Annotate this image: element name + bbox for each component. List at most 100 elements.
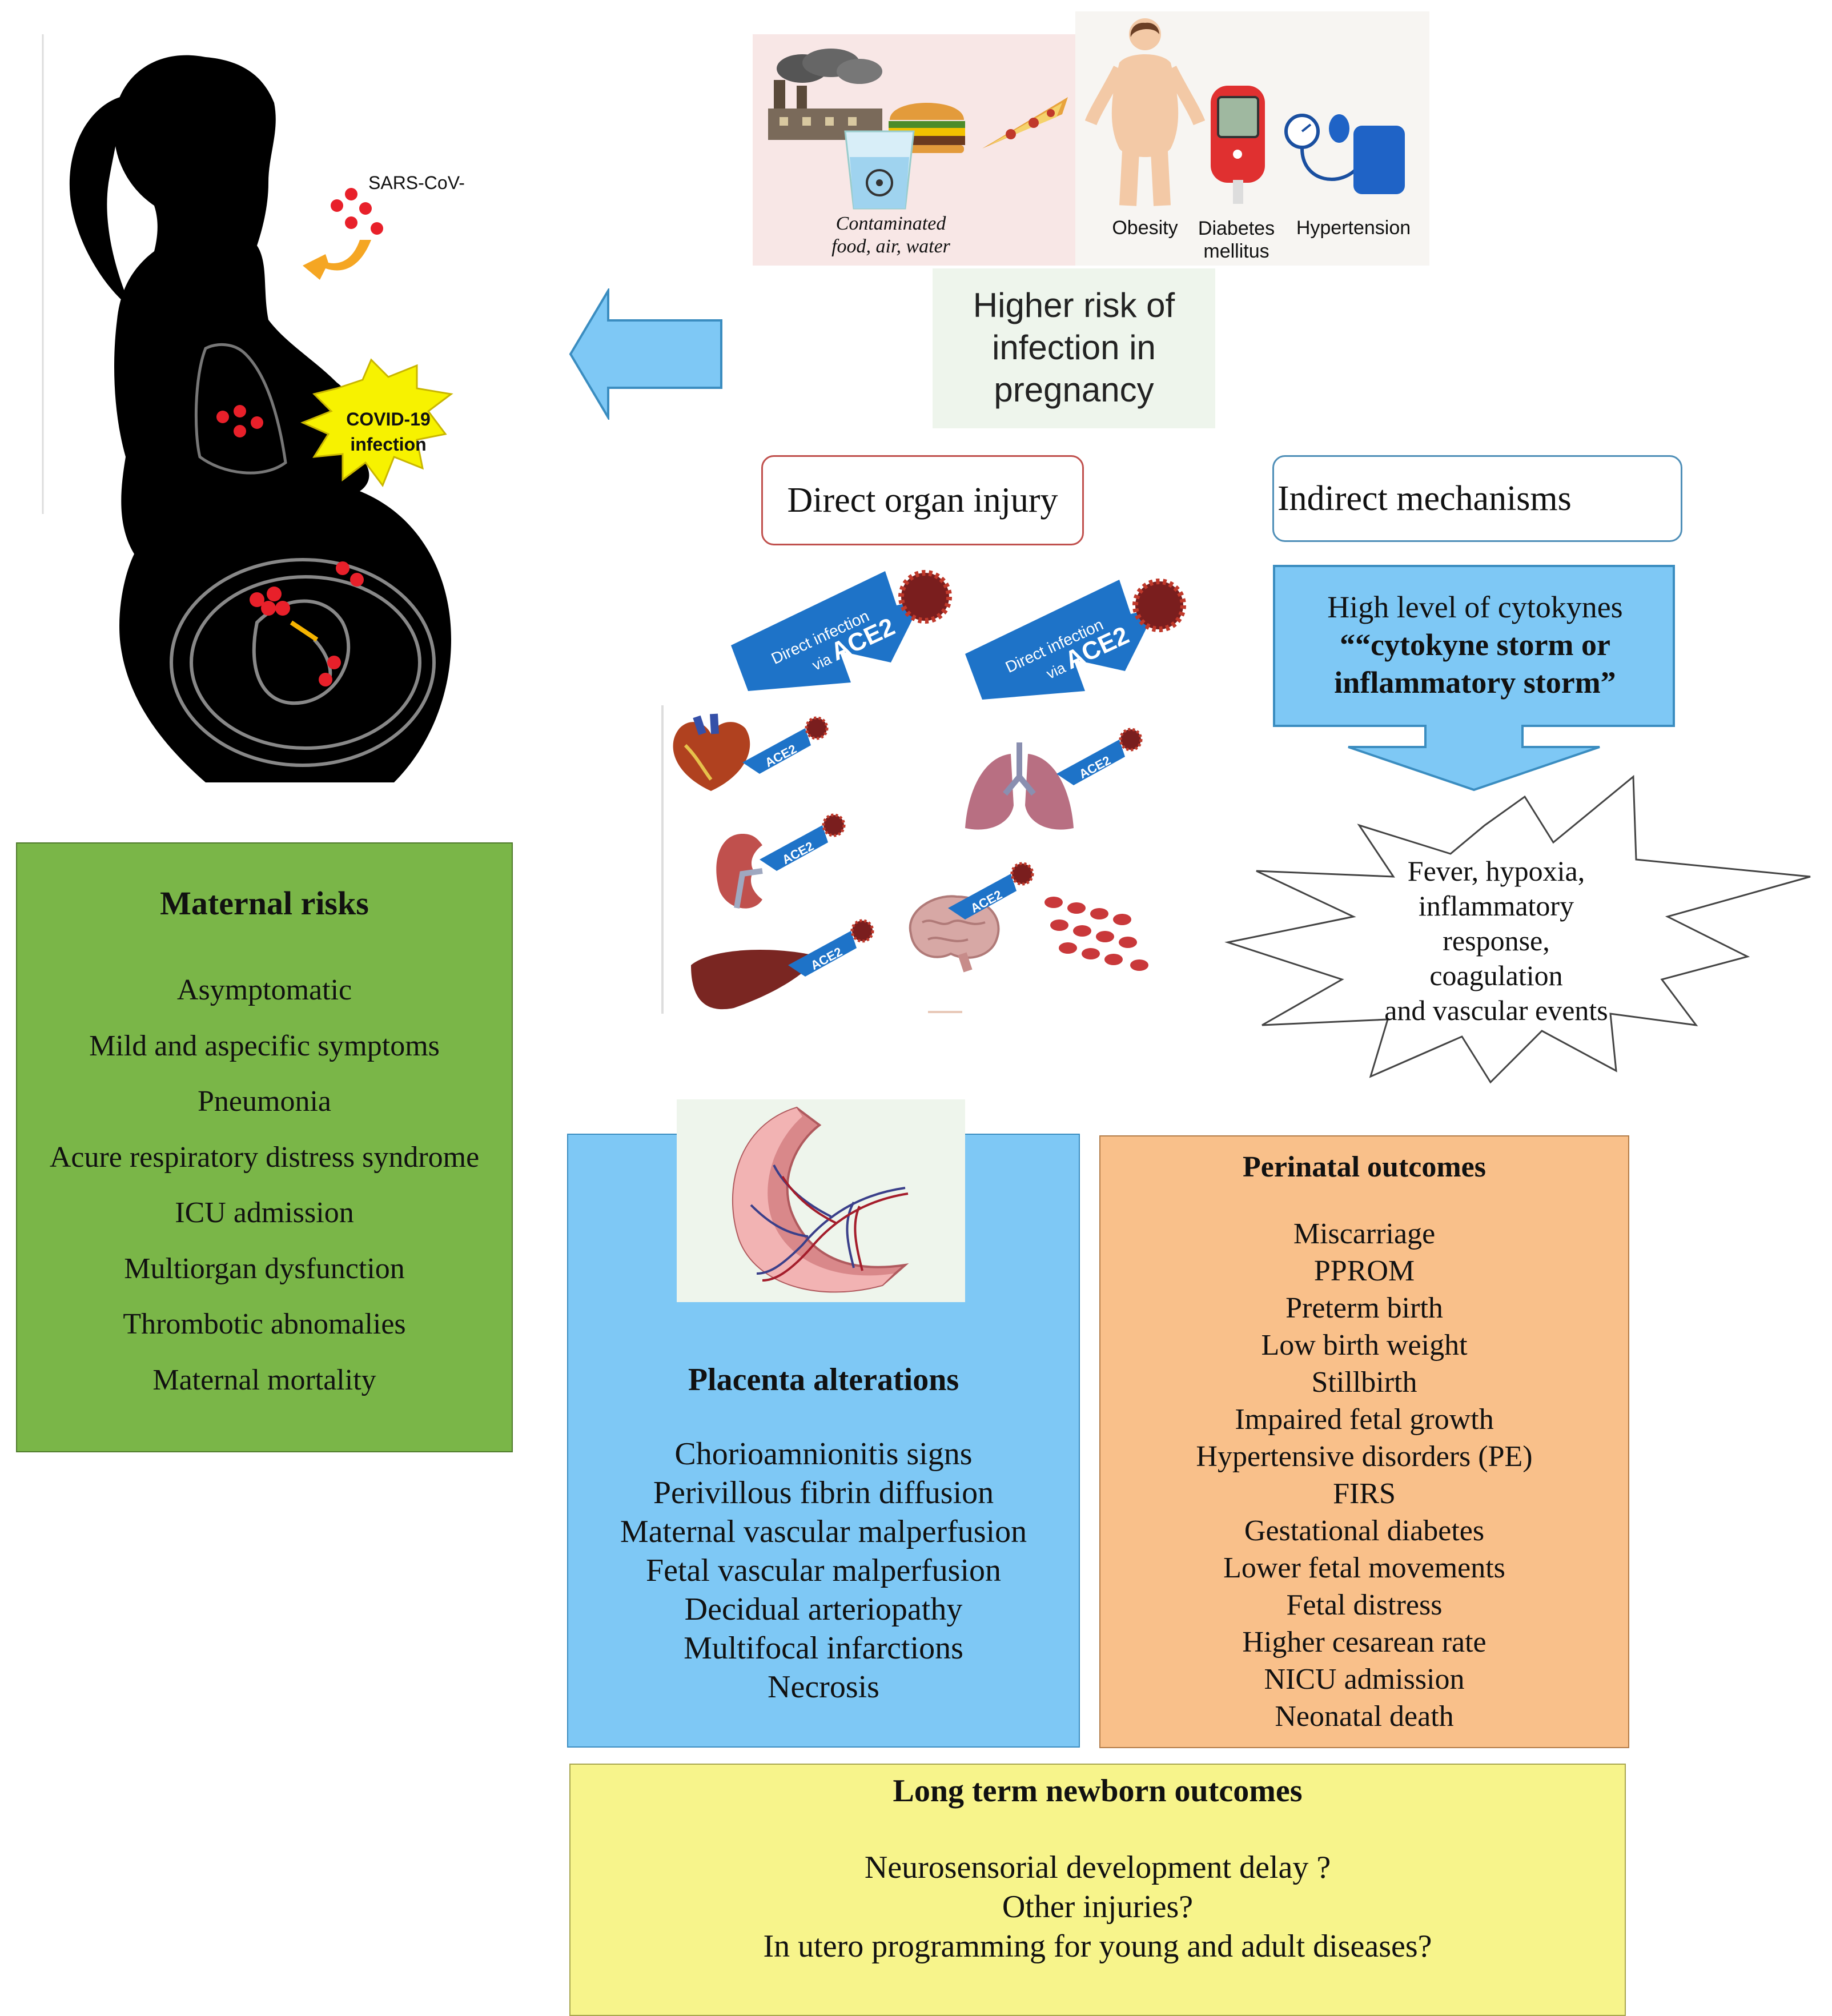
cytokine-text: High level of cytokynes ““cytokyne storm…	[1272, 588, 1678, 701]
placenta-item: Multifocal infarctions	[684, 1631, 963, 1666]
cytokine-line: inflammatory storm”	[1334, 665, 1616, 700]
maternal-risk-item: Asymptomatic	[176, 974, 352, 1006]
maternal-risks-title: Maternal risks	[160, 885, 369, 922]
maternal-risk-item: Acure respiratory distress syndrome	[49, 1140, 480, 1174]
maternal-risk-item: ICU admission	[175, 1196, 354, 1229]
cytokine-line: ““cytokyne storm or	[1340, 628, 1610, 662]
environment-label: Contaminated food, air, water	[777, 212, 1005, 258]
lung-outline	[194, 343, 287, 475]
covid-label-line: infection	[350, 434, 427, 455]
obesity-figure-icon	[1085, 18, 1205, 206]
maternal-risks-box: Maternal risks Asymptomatic Mild and asp…	[16, 842, 513, 1452]
heart-icon	[673, 713, 750, 791]
coronavirus-icon	[1119, 728, 1143, 752]
perinatal-item: Impaired fetal growth	[1235, 1403, 1494, 1436]
ace2-tag: ACE2	[1056, 728, 1143, 785]
effect-line: coagulation	[1429, 959, 1563, 991]
placenta-item: Decidual arteriopathy	[684, 1592, 963, 1627]
cytokine-arrow	[1273, 565, 1675, 792]
coronavirus-icon	[805, 716, 829, 740]
perinatal-item: PPROM	[1313, 1255, 1415, 1287]
perinatal-item: Gestational diabetes	[1244, 1515, 1485, 1547]
perinatal-item: Higher cesarean rate	[1242, 1626, 1487, 1658]
covid-label-line: COVID-19	[346, 409, 431, 429]
perinatal-item: Fetal distress	[1286, 1589, 1443, 1621]
virus-dots-lung	[216, 405, 263, 437]
placenta-item: Fetal vascular malperfusion	[645, 1553, 1001, 1588]
hypertension-label: Hypertension	[1296, 217, 1411, 239]
higher-risk-line: infection in	[992, 328, 1156, 367]
effect-line: inflammatory	[1418, 890, 1574, 922]
liver-icon	[691, 950, 819, 1010]
inflammatory-burst	[1224, 774, 1811, 1084]
perinatal-item: Lower fetal movements	[1223, 1552, 1505, 1584]
perinatal-item: Miscarriage	[1293, 1218, 1436, 1250]
ace2-entry-banner: Direct infection via ACE2	[965, 579, 1186, 700]
covid-burst-icon	[300, 358, 453, 488]
perinatal-title: Perinatal outcomes	[1242, 1151, 1486, 1183]
coronavirus-icon	[822, 813, 846, 837]
cytokine-line: High level of cytokynes	[1327, 590, 1623, 624]
maternal-risk-item: Mild and aspecific symptoms	[89, 1029, 440, 1062]
placenta-item: Chorioamnionitis signs	[674, 1436, 973, 1472]
long-term-item: Neurosensorial development delay ?	[864, 1850, 1331, 1885]
organ-panel-baseline	[928, 1011, 962, 1013]
perinatal-item: NICU admission	[1264, 1663, 1465, 1696]
perinatal-item: Hypertensive disorders (PE)	[1196, 1440, 1533, 1473]
inflammatory-effects: Fever, hypoxia, inflammatory response, c…	[1331, 854, 1662, 1028]
placenta-item: Maternal vascular malperfusion	[620, 1514, 1027, 1549]
placenta-item: Necrosis	[768, 1669, 879, 1705]
blood-cells-icon	[1044, 897, 1148, 971]
maternal-risk-item: Maternal mortality	[152, 1363, 376, 1396]
higher-risk-line: Higher risk of	[973, 286, 1175, 324]
placenta-item: Perivillous fibrin diffusion	[653, 1475, 994, 1511]
effect-line: response,	[1443, 925, 1550, 957]
perinatal-box: Perinatal outcomes Miscarriage PPROM Pre…	[1099, 1135, 1629, 1748]
maternal-risk-item: Multiorgan dysfunction	[124, 1252, 405, 1285]
covid-infection-label: COVID-19 infection	[320, 407, 457, 457]
direct-organ-injury-title: Direct organ injury	[787, 481, 1058, 520]
diabetes-label: Diabetes mellitus	[1191, 217, 1282, 263]
virus-dots-fetus	[250, 561, 364, 686]
perinatal-item: FIRS	[1333, 1477, 1396, 1510]
coronavirus-icon	[1132, 579, 1186, 632]
long-term-box: Long term newborn outcomes Neurosensoria…	[569, 1764, 1626, 2016]
perinatal-item: Low birth weight	[1261, 1329, 1468, 1362]
environment-label-line: Contaminated	[835, 213, 946, 234]
maternal-risk-item: Thrombotic abnomalies	[123, 1308, 406, 1340]
diabetes-label-line: mellitus	[1203, 240, 1269, 262]
effect-line: Fever, hypoxia,	[1407, 855, 1585, 887]
higher-risk-line: pregnancy	[994, 371, 1154, 409]
perinatal-item: Preterm birth	[1285, 1292, 1443, 1324]
ace2-entry-banner: Direct infection via ACE2	[731, 570, 952, 691]
pregnant-woman-illustration	[42, 34, 453, 782]
sars-virus-particles	[331, 188, 383, 235]
long-term-title: Long term newborn outcomes	[893, 1773, 1303, 1809]
long-term-item: In utero programming for young and adult…	[763, 1929, 1432, 1964]
ace2-tag: ACE2	[948, 862, 1034, 919]
ace2-tag: ACE2	[742, 716, 829, 774]
pizza-icon	[982, 97, 1068, 148]
indirect-mechanisms-title: Indirect mechanisms	[1277, 479, 1572, 518]
contaminated-water-icon	[844, 130, 915, 210]
left-arrow-icon	[569, 288, 722, 420]
ace2-tag: ACE2	[760, 813, 846, 871]
blood-pressure-cuff-icon	[1284, 114, 1405, 194]
indirect-mechanisms-box: Indirect mechanisms	[1272, 455, 1682, 542]
placenta-title: Placenta alterations	[688, 1362, 959, 1397]
brain-icon	[909, 895, 1000, 973]
coronavirus-icon	[850, 919, 874, 943]
direct-organ-injury-box: Direct organ injury	[761, 455, 1084, 545]
effect-line: and vascular events	[1384, 994, 1608, 1026]
ace2-tag: ACE2	[788, 919, 874, 977]
maternal-risk-item: Pneumonia	[198, 1085, 331, 1118]
diabetes-label-line: Diabetes	[1198, 218, 1275, 239]
glucometer-icon	[1211, 86, 1265, 204]
perinatal-item: Neonatal death	[1275, 1700, 1454, 1733]
organ-panel-edge	[661, 705, 664, 1014]
coronavirus-icon	[1010, 862, 1034, 886]
coronavirus-icon	[898, 570, 952, 624]
sars-cov-label: SARS-CoV-	[368, 172, 465, 193]
long-term-item: Other injuries?	[1002, 1889, 1194, 1925]
placenta-icon	[732, 1106, 909, 1293]
